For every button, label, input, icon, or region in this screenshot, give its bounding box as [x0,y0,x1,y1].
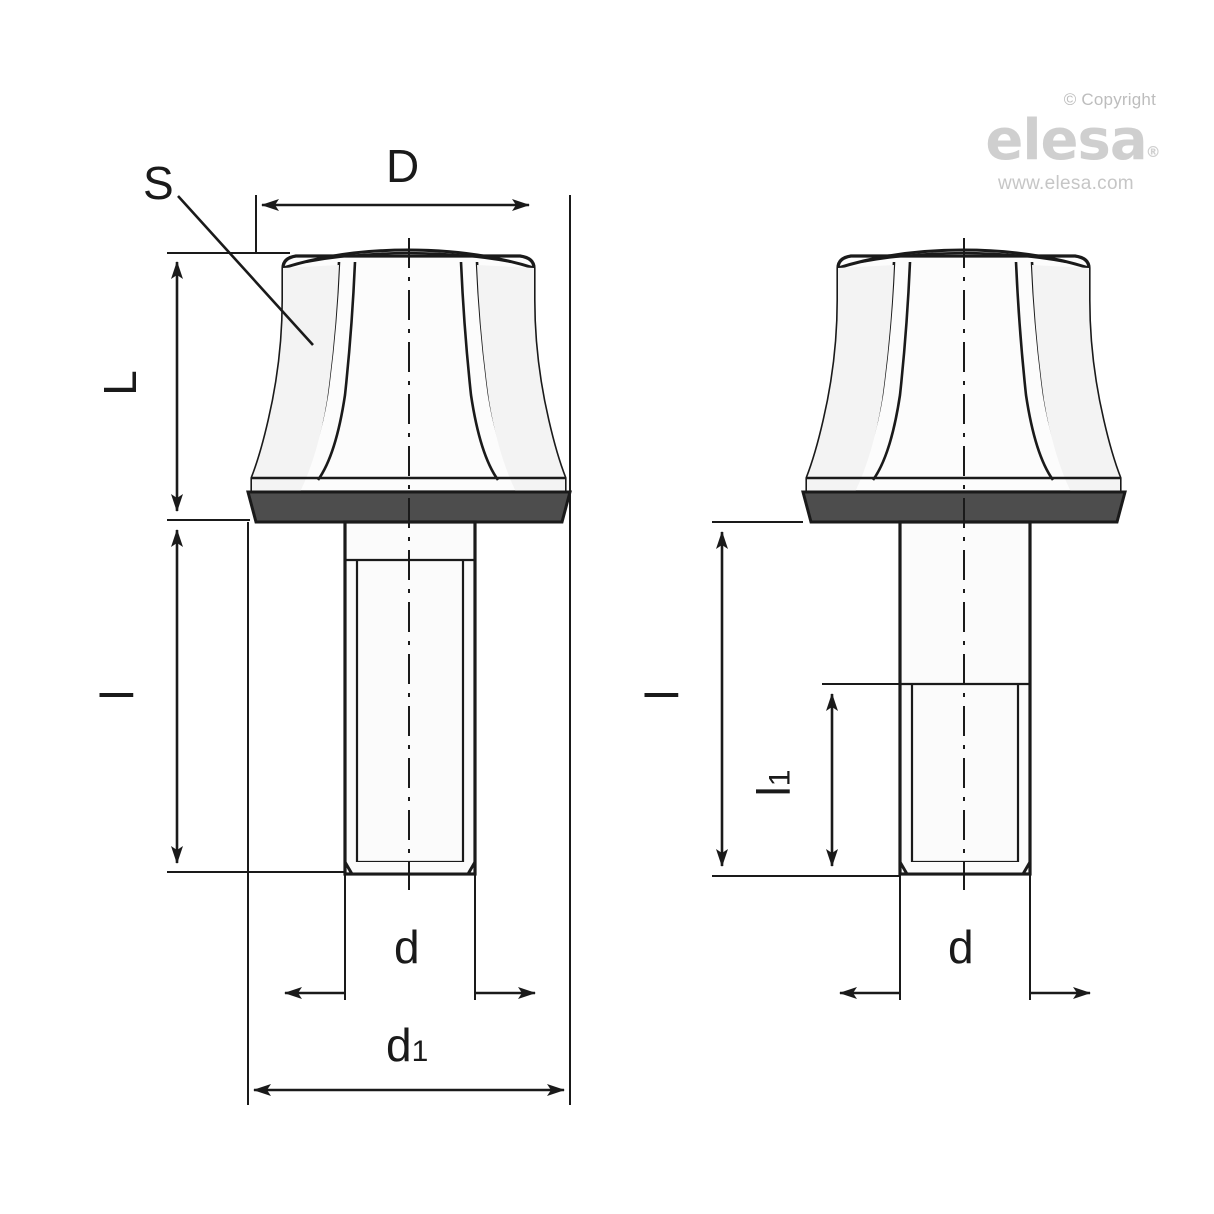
knob-shade-right-2 [1032,265,1120,492]
knob-shade-left-2 [477,265,565,492]
knob-rib-line-3-right [1014,261,1055,481]
knob-shade-left-1 [252,265,339,492]
knob-rib-line-2-right [871,261,912,481]
label-L: L [93,370,146,396]
knob-rib-line-3-left [459,261,500,481]
elesa-logo-text: elesa [985,108,1147,173]
label-l1-subscript: 1 [763,769,797,787]
left-view-dimensions [167,195,571,1105]
label-l1-base: l [747,786,800,797]
left-view-knob [246,238,572,890]
copyright-text: © Copyright [1063,90,1156,109]
label-l1: l1 [747,769,800,797]
leader-line-S [177,195,314,346]
label-S: S [143,157,174,209]
right-view-knob [801,238,1127,890]
elesa-website-url: www.elesa.com [998,172,1134,194]
elesa-branding: © Copyright elesa® www.elesa.com [976,90,1160,195]
label-D: D [386,140,420,192]
label-l-right: l [636,689,689,701]
label-d1-base: d [386,1019,412,1071]
label-d1: d1 [386,1022,428,1068]
registered-trademark-icon: ® [1145,143,1161,162]
label-d-left: d [394,921,420,973]
label-l-left: l [91,689,144,701]
label-d-right: d [948,921,974,973]
knob-rib-line-2-left [316,261,357,481]
elesa-logo: elesa® [985,111,1160,171]
label-d1-subscript: 1 [411,1035,429,1068]
knob-shade-right-1 [807,265,894,492]
right-view-dimensions [712,521,1091,1000]
